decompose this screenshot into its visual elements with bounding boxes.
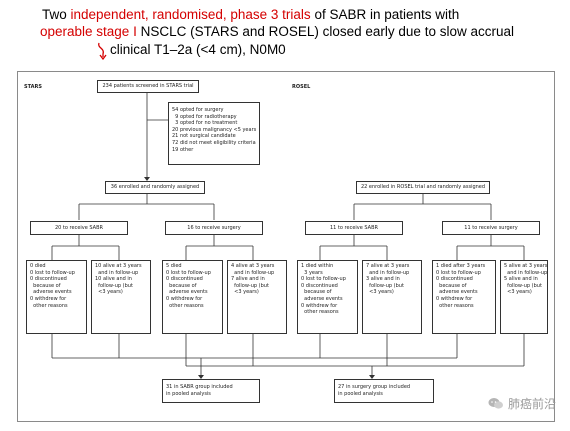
- screened-box: 234 patients screened in STARS trial: [97, 80, 199, 93]
- outcome-line: 0 lost to follow-up: [166, 269, 211, 276]
- outcome-line: because of: [166, 282, 197, 289]
- outcome-line: because of: [301, 289, 332, 296]
- title-text: Two: [42, 7, 71, 22]
- outcome-line: and in follow-up: [231, 269, 275, 276]
- outcome-line: and in follow-up: [95, 269, 139, 276]
- watermark-text: 肺癌前沿: [507, 397, 556, 411]
- stars-surgery-arm-box: 16 to receive surgery: [165, 221, 263, 235]
- pooled-line: 27 in surgery group included: [338, 384, 411, 390]
- outcome-line: because of: [436, 282, 467, 289]
- outcome-line: adverse events: [436, 289, 478, 296]
- outcome-line: 4 alive at 3 years: [231, 263, 275, 269]
- outcome-line: and in follow-up: [504, 269, 548, 276]
- outcome-box-rosel-surgery-events: 1 died after 3 years 0 lost to follow-up…: [432, 260, 496, 334]
- outcome-line: adverse events: [166, 289, 208, 296]
- outcome-box-rosel-sabr-events: 1 died within 3 years 0 lost to follow-u…: [297, 260, 358, 334]
- outcome-box-rosel-sabr-alive: 7 alive at 3 years and in follow-up 3 al…: [362, 260, 422, 334]
- pooled-sabr-box: 31 in SABR group included in pooled anal…: [162, 379, 260, 403]
- outcome-line: other reasons: [30, 302, 68, 309]
- excluded-line: 19 other: [172, 146, 194, 153]
- outcome-line: 0 lost to follow-up: [30, 269, 75, 276]
- excluded-line: 72 did not meet eligibility criteria: [172, 139, 256, 146]
- outcome-line: other reasons: [301, 309, 339, 316]
- outcome-line: 0 withdrew for: [301, 302, 338, 309]
- slide-subtitle: operable stage I NSCLC (STARS and ROSEL)…: [40, 24, 514, 39]
- outcome-line: 3 alive and in: [366, 276, 400, 283]
- watermark: 肺癌前沿: [488, 395, 556, 412]
- outcome-line: other reasons: [166, 302, 204, 309]
- outcome-line: 0 discontinued: [166, 276, 203, 283]
- title-text: of SABR in patients with: [310, 7, 460, 22]
- outcome-line: 0 withdrew for: [30, 295, 67, 302]
- outcome-line: 0 lost to follow-up: [301, 276, 346, 283]
- outcome-line: and in follow-up: [366, 269, 410, 276]
- subtitle-text: NSCLC (STARS and ROSEL) closed early due…: [136, 24, 514, 39]
- pooled-line: in pooled analysis: [166, 390, 211, 397]
- outcome-line: 7 alive at 3 years: [366, 263, 410, 269]
- wechat-icon: [488, 398, 503, 409]
- outcome-box-stars-sabr-alive: 10 alive at 3 years and in follow-up 10 …: [91, 260, 151, 334]
- outcome-line: other reasons: [436, 302, 474, 309]
- pooled-surgery-box: 27 in surgery group included in pooled a…: [334, 379, 434, 403]
- title-highlight-trials: independent, randomised, phase 3 trials: [70, 7, 311, 22]
- outcome-line: follow-up (but: [95, 282, 133, 289]
- excluded-line: 54 opted for surgery: [172, 107, 224, 113]
- outcome-line: 1 died within: [301, 263, 334, 269]
- outcome-line: follow-up (but: [504, 282, 542, 289]
- outcome-line: 0 withdrew for: [166, 295, 203, 302]
- slide-title: Two independent, randomised, phase 3 tri…: [42, 6, 562, 24]
- outcome-box-rosel-surgery-alive: 5 alive at 3 years and in follow-up 5 al…: [500, 260, 548, 334]
- outcome-line: 0 withdrew for: [436, 295, 473, 302]
- outcome-line: follow-up (but: [366, 282, 404, 289]
- staging-note: clinical T1–2a (<4 cm), N0M0: [110, 42, 286, 57]
- outcome-box-stars-sabr-events: 0 died 0 lost to follow-up 0 discontinue…: [26, 260, 87, 334]
- outcome-line: 5 alive at 3 years: [504, 263, 548, 269]
- outcome-line: 0 lost to follow-up: [436, 269, 481, 276]
- outcome-line: adverse events: [301, 295, 343, 302]
- pooled-line: in pooled analysis: [338, 390, 383, 397]
- outcome-line: 0 discontinued: [436, 276, 473, 283]
- rosel-enrolled-box: 22 enrolled in ROSEL trial and randomly …: [356, 181, 490, 194]
- outcome-line: 7 alive and in: [231, 276, 265, 283]
- outcome-line: adverse events: [30, 289, 72, 296]
- rosel-trial-label: ROSEL: [292, 84, 311, 90]
- outcome-line: <3 years): [504, 289, 532, 296]
- outcome-line: because of: [30, 282, 61, 289]
- outcome-line: 0 died: [30, 263, 46, 269]
- rosel-surgery-arm-box: 11 to receive surgery: [442, 221, 540, 235]
- outcome-line: follow-up (but: [231, 282, 269, 289]
- excluded-line: 9 opted for radiotherapy: [172, 113, 237, 120]
- consort-figure: [17, 71, 555, 422]
- outcome-line: 1 died after 3 years: [436, 263, 486, 269]
- outcome-box-stars-surgery-alive: 4 alive at 3 years and in follow-up 7 al…: [227, 260, 287, 334]
- stars-trial-label: STARS: [24, 84, 42, 90]
- outcome-line: 3 years: [301, 269, 323, 276]
- stars-sabr-arm-box: 20 to receive SABR: [30, 221, 128, 235]
- outcome-box-stars-surgery-events: 5 died 0 lost to follow-up 0 discontinue…: [162, 260, 223, 334]
- outcome-line: 0 discontinued: [301, 282, 338, 289]
- stars-enrolled-box: 36 enrolled and randomly assigned: [105, 181, 205, 194]
- excluded-line: 3 opted for no treatment: [172, 120, 238, 127]
- outcome-line: <3 years): [95, 289, 123, 296]
- excluded-line: 20 previous malignancy <5 years: [172, 126, 257, 133]
- excluded-box: 54 opted for surgery 9 opted for radioth…: [168, 102, 260, 165]
- outcome-line: 5 died: [166, 263, 182, 269]
- curved-arrow-icon: [98, 42, 107, 60]
- excluded-line: 21 not surgical candidate: [172, 133, 236, 140]
- outcome-line: 10 alive and in: [95, 276, 132, 283]
- pooled-line: 31 in SABR group included: [166, 384, 233, 390]
- title-highlight-stage: operable stage I: [40, 24, 137, 39]
- outcome-line: 0 discontinued: [30, 276, 67, 283]
- outcome-line: <3 years): [366, 289, 394, 296]
- outcome-line: <3 years): [231, 289, 259, 296]
- outcome-line: 5 alive and in: [504, 276, 538, 283]
- rosel-sabr-arm-box: 11 to receive SABR: [305, 221, 403, 235]
- outcome-line: 10 alive at 3 years: [95, 263, 142, 269]
